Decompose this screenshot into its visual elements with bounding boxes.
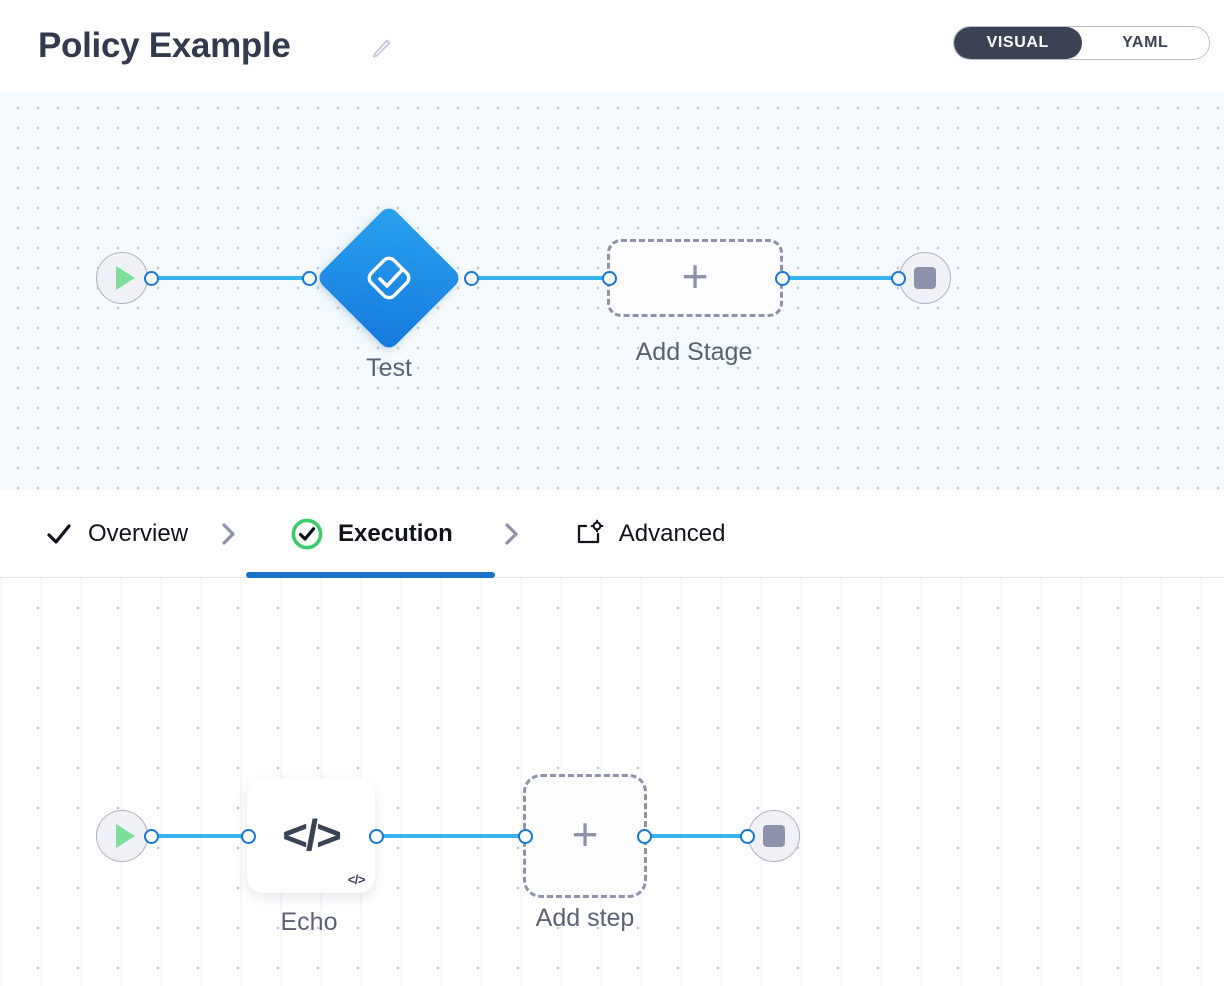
toggle-option-yaml[interactable]: YAML <box>1122 34 1169 51</box>
step-label-echo: Echo <box>280 908 338 936</box>
port-echo-out[interactable] <box>369 829 384 844</box>
port-end-in[interactable] <box>891 271 906 286</box>
edge-start-to-test <box>152 276 312 280</box>
step-start-circle[interactable] <box>96 810 148 862</box>
play-icon <box>115 824 135 848</box>
add-step-button[interactable]: + <box>523 774 647 898</box>
tab-overview[interactable]: Overview <box>0 490 212 578</box>
port-addstep-out[interactable] <box>637 829 652 844</box>
edge-echo-to-addstep <box>377 834 529 838</box>
pipeline-end-node[interactable] <box>899 252 951 304</box>
page-title: Policy Example <box>38 26 291 65</box>
tab-execution-label: Execution <box>338 519 453 547</box>
step-node-echo[interactable]: </> </> <box>247 779 375 893</box>
chevron-right-icon-1 <box>212 520 246 548</box>
step-end-circle[interactable] <box>748 810 800 862</box>
port-step-end-in[interactable] <box>740 829 755 844</box>
start-circle[interactable] <box>96 252 148 304</box>
edge-start-to-echo <box>152 834 252 838</box>
step-canvas[interactable]: </> </> Echo + Add step <box>0 578 1224 986</box>
step-start-node[interactable] <box>96 810 148 862</box>
pencil-icon[interactable] <box>368 36 394 64</box>
edge-addstep-to-end <box>645 834 753 838</box>
port-addstep-in[interactable] <box>518 829 533 844</box>
tab-overview-label: Overview <box>88 519 189 547</box>
box-gear-icon <box>573 518 605 550</box>
code-badge-icon: </> <box>347 872 366 887</box>
port-step-start-out[interactable] <box>144 829 159 844</box>
port-addstage-out[interactable] <box>775 271 790 286</box>
page-header: Policy Example VISUAL YAML <box>0 0 1224 92</box>
edge-addstage-to-end <box>783 276 901 280</box>
add-stage-label: Add Stage <box>635 338 753 366</box>
check-circle-icon <box>290 517 324 551</box>
play-icon <box>115 266 135 290</box>
stage-config-tabs: Overview Execution <box>0 490 1224 578</box>
toggle-option-visual[interactable]: VISUAL <box>954 27 1082 59</box>
stage-node-test[interactable] <box>315 204 463 352</box>
approval-check-diamond-icon <box>315 204 463 352</box>
port-test-in[interactable] <box>302 271 317 286</box>
stage-label-test: Test <box>366 354 412 382</box>
add-step-label: Add step <box>535 904 635 932</box>
end-circle[interactable] <box>899 252 951 304</box>
stage-canvas[interactable]: Test + Add Stage <box>0 92 1224 490</box>
check-icon <box>44 519 74 549</box>
port-echo-in[interactable] <box>241 829 256 844</box>
stop-icon <box>914 267 936 289</box>
tab-execution[interactable]: Execution <box>246 490 495 578</box>
plus-icon: + <box>681 250 709 302</box>
port-test-out[interactable] <box>464 271 479 286</box>
step-end-node[interactable] <box>748 810 800 862</box>
port-start-out[interactable] <box>144 271 159 286</box>
pipeline-start-node[interactable] <box>96 252 148 304</box>
chevron-right-icon-2 <box>495 520 529 548</box>
view-mode-toggle[interactable]: VISUAL YAML <box>953 26 1210 60</box>
tab-advanced-label: Advanced <box>618 519 726 547</box>
stop-icon <box>763 825 785 847</box>
add-stage-button[interactable]: + <box>607 239 783 317</box>
plus-icon: + <box>571 808 599 860</box>
edge-test-to-addstage <box>472 276 612 280</box>
port-addstage-in[interactable] <box>602 271 617 286</box>
tab-advanced[interactable]: Advanced <box>529 490 750 578</box>
code-icon: </> <box>282 811 342 860</box>
